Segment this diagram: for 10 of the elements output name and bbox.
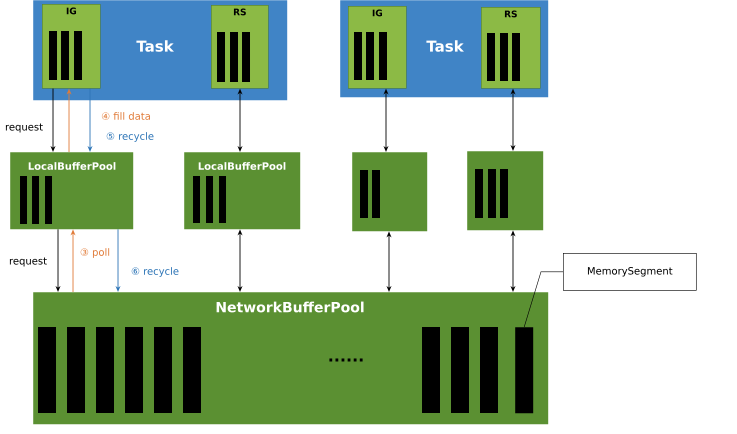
edge-label: ③ poll: [78, 247, 112, 259]
callout-box: MemorySegment: [563, 253, 697, 291]
edge-label: request: [8, 256, 48, 268]
edge-label: ⑥ recycle: [130, 266, 180, 278]
memory-segment-bar: [515, 327, 534, 414]
leader-line: [524, 272, 564, 328]
edge-label: ④ fill data: [100, 111, 152, 121]
ellipsis: ......: [329, 358, 363, 362]
edge-label: request: [4, 122, 44, 134]
edge-label: ⑤ recycle: [105, 131, 156, 143]
